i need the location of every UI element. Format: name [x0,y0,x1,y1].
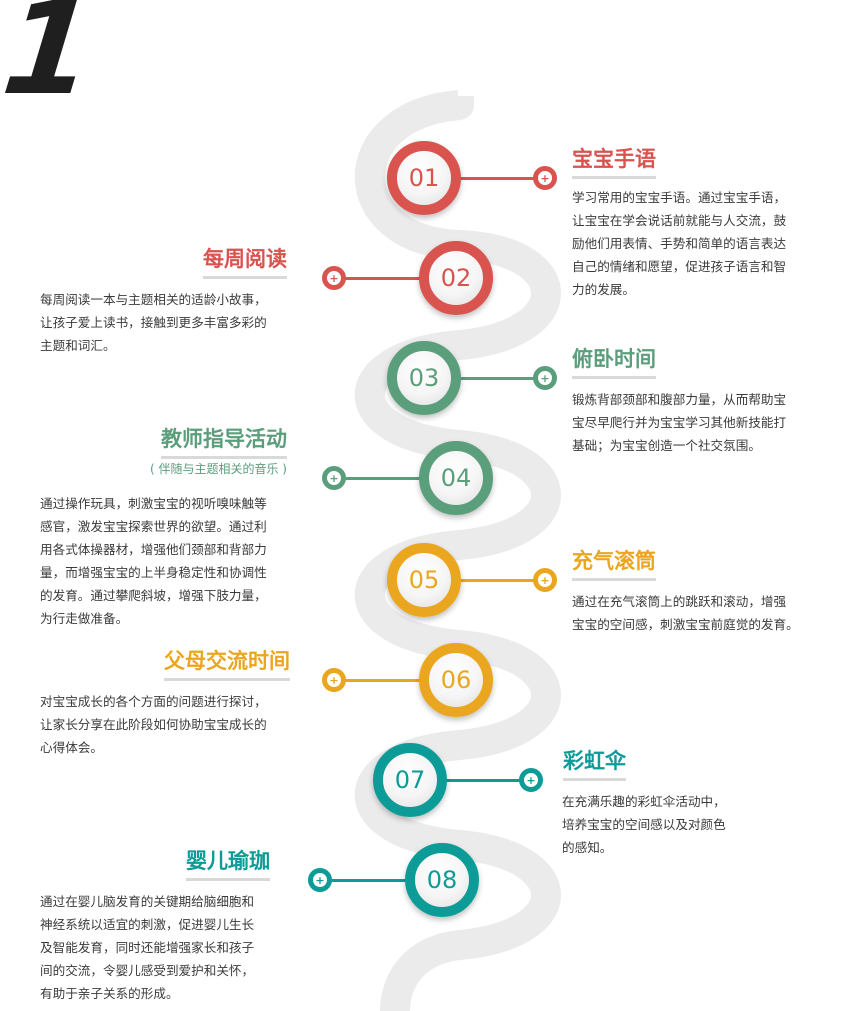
step-5-connector [456,579,545,582]
plus-icon: + [526,773,536,787]
description-line: 及智能发育，同时还能增强家长和孩子 [40,940,255,955]
step-7-title: 彩虹伞 [563,749,626,782]
step-4-description: 通过操作玩具，刺激宝宝的视听嗅味触等感官，激发宝宝探索世界的欲望。通过利用各式体… [40,492,302,630]
plus-icon: + [329,673,339,687]
description-line: 感官，激发宝宝探索世界的欲望。通过利 [40,519,267,534]
step-4-expand-button[interactable]: + [322,466,346,490]
plus-icon: + [315,873,325,887]
plus-icon: + [329,471,339,485]
description-line: 在充满乐趣的彩虹伞活动中， [562,794,726,809]
description-line: 心得体会。 [40,740,103,755]
step-6-connector [334,679,422,682]
step-6-title: 父母交流时间 [164,649,290,682]
step-8-title: 婴儿瑜珈 [186,849,270,882]
step-3-title: 俯卧时间 [572,347,656,380]
step-2-connector [334,277,422,280]
step-4-number-badge: 04 [419,441,493,515]
plus-icon: + [329,271,339,285]
step-4-title: 教师指导活动 [161,427,287,460]
plus-icon: + [540,171,550,185]
step-5-expand-button[interactable]: + [533,568,557,592]
description-line: 通过在充气滚筒上的跳跃和滚动，增强 [572,594,787,609]
description-line: 对宝宝成长的各个方面的问题进行探讨， [40,694,267,709]
step-7-expand-button[interactable]: + [519,768,543,792]
step-1-expand-button[interactable]: + [533,166,557,190]
description-line: 有助于亲子关系的形成。 [40,986,179,1001]
step-5-number-badge: 05 [387,543,461,617]
description-line: 自己的情绪和愿望，促进孩子语言和智 [572,259,787,274]
description-line: 宝宝的空间感，刺激宝宝前庭觉的发育。 [572,617,799,632]
description-line: 让宝宝在学会说话前就能与人交流，鼓 [572,213,787,228]
description-line: 通过在婴儿脑发育的关键期给脑细胞和 [40,894,255,909]
description-line: 宝尽早爬行并为宝宝学习其他新技能打 [572,415,787,430]
step-4-connector [334,477,422,480]
step-8-description: 通过在婴儿脑发育的关键期给脑细胞和神经系统以适宜的刺激，促进婴儿生长及智能发育，… [40,890,302,1005]
step-2-number-badge: 02 [419,241,493,315]
description-line: 让孩子爱上读书，接触到更多丰富多彩的 [40,315,267,330]
description-line: 锻炼背部颈部和腹部力量，从而帮助宝 [572,392,787,407]
step-8-connector [320,879,408,882]
step-3-description: 锻炼背部颈部和腹部力量，从而帮助宝宝尽早爬行并为宝宝学习其他新技能打基础；为宝宝… [572,388,834,457]
plus-icon: + [540,371,550,385]
description-line: 培养宝宝的空间感以及对颜色 [562,817,726,832]
step-4-subtitle: ( 伴随与主题相关的音乐 ) [150,462,287,476]
step-2-description: 每周阅读一本与主题相关的适龄小故事， 让孩子爱上读书，接触到更多丰富多彩的主题和词… [40,288,302,357]
description-line: 间的交流，令婴儿感受到爱护和关怀， [40,963,255,978]
description-line: 用各式体操器材，增强他们颈部和背部力 [40,542,267,557]
plus-icon: + [540,573,550,587]
step-2-title: 每周阅读 [203,247,287,280]
step-6-expand-button[interactable]: + [322,668,346,692]
description-line: 每周阅读一本与主题相关的适龄小故事， [40,292,267,307]
step-7-connector [442,779,531,782]
description-line: 让家长分享在此阶段如何协助宝宝成长的 [40,717,267,732]
step-8-expand-button[interactable]: + [308,868,332,892]
description-line: 力的发展。 [572,282,635,297]
step-6-description: 对宝宝成长的各个方面的问题进行探讨， 让家长分享在此阶段如何协助宝宝成长的心得体会… [40,690,302,759]
step-7-number-badge: 07 [373,743,447,817]
description-line: 通过操作玩具，刺激宝宝的视听嗅味触等 [40,496,267,511]
description-line: 学习常用的宝宝手语。通过宝宝手语， [572,190,787,205]
description-line: 励他们用表情、手势和简单的语言表达 [572,236,787,251]
step-2-expand-button[interactable]: + [322,266,346,290]
description-line: 为行走做准备。 [40,611,129,626]
step-5-description: 通过在充气滚筒上的跳跃和滚动，增强宝宝的空间感，刺激宝宝前庭觉的发育。 [572,590,834,636]
step-1-title: 宝宝手语 [572,147,656,180]
step-8-number-badge: 08 [405,843,479,917]
step-3-expand-button[interactable]: + [533,366,557,390]
description-line: 基础；为宝宝创造一个社交氛围。 [572,438,761,453]
step-6-number-badge: 06 [419,643,493,717]
step-3-connector [456,377,545,380]
description-line: 量，而增强宝宝的上半身稳定性和协调性 [40,565,267,580]
step-3-number-badge: 03 [387,341,461,415]
step-5-title: 充气滚筒 [572,549,656,582]
description-line: 主题和词汇。 [40,338,116,353]
step-7-description: 在充满乐趣的彩虹伞活动中， 培养宝宝的空间感以及对颜色的感知。 [562,790,824,859]
step-1-connector [456,177,545,180]
description-line: 的感知。 [562,840,613,855]
description-line: 神经系统以适宜的刺激，促进婴儿生长 [40,917,255,932]
step-1-number-badge: 01 [387,141,461,215]
step-1-description: 学习常用的宝宝手语。通过宝宝手语， 让宝宝在学会说话前就能与人交流，鼓励他们用表情… [572,186,834,301]
description-line: 的发育。通过攀爬斜坡，增强下肢力量， [40,588,267,603]
